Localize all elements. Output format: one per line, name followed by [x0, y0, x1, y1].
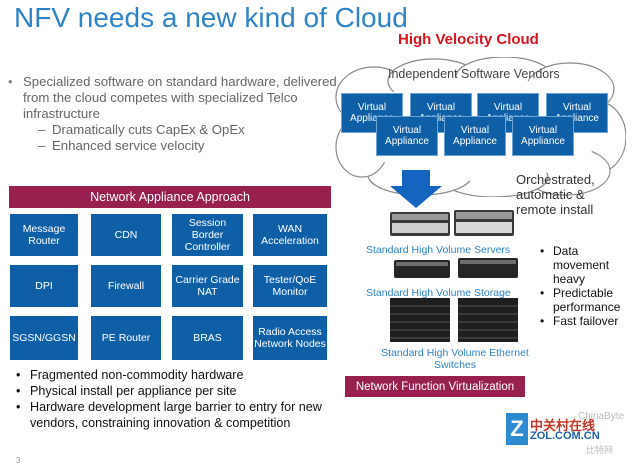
drawback-bullet: • Hardware development large barrier to …: [16, 399, 336, 431]
intro-bullet: • Specialized software on standard hardw…: [8, 74, 338, 122]
down-arrow-icon: [390, 170, 442, 208]
bullet-dot-icon: •: [16, 384, 21, 398]
benefit-bullet: • Predictable performance: [540, 286, 639, 314]
isv-label: Independent Software Vendors: [388, 67, 560, 81]
drawback-text: Physical install per appliance per site: [30, 384, 237, 398]
zol-logo-icon: Z: [506, 413, 528, 445]
slide-title: NFV needs a new kind of Cloud: [14, 2, 408, 33]
appliance-box: DPI: [10, 265, 78, 307]
intro-bullet-text: Specialized software on standard hardwar…: [23, 74, 337, 121]
benefit-bullet: • Fast failover: [540, 314, 639, 328]
bullet-dot-icon: •: [16, 368, 21, 382]
appliance-box: Session Border Controller: [172, 214, 243, 256]
nfv-label: Network Function Virtualization: [345, 376, 525, 397]
drawback-text: Fragmented non-commodity hardware: [30, 368, 244, 382]
benefit-text: Fast failover: [553, 314, 619, 328]
servers-label: Standard High Volume Servers: [366, 244, 511, 256]
orchestrated-line: automatic &: [516, 187, 585, 202]
virtual-appliance-front: Virtual Appliance: [512, 116, 574, 156]
bullet-dot-icon: •: [540, 286, 545, 300]
appliance-box: SGSN/GGSN: [10, 316, 78, 360]
appliance-box: CDN: [91, 214, 161, 256]
watermark-en: ZOL.COM.CN: [530, 430, 600, 442]
bullet-dot-icon: •: [16, 400, 21, 414]
appliance-box: PE Router: [91, 316, 161, 360]
storage-icon: [394, 258, 518, 278]
watermark: Z 中关村在线 ZOL.COM.CN ChinaByte 比特网: [506, 411, 634, 465]
virtual-appliance-front: Virtual Appliance: [444, 116, 506, 156]
drawback-text: Hardware development large barrier to en…: [30, 400, 322, 430]
intro-sub-bullet: – Dramatically cuts CapEx & OpEx: [38, 122, 338, 138]
switches-label: Standard High Volume Ethernet Switches: [366, 347, 544, 371]
dash-icon: –: [38, 138, 46, 153]
dash-icon: –: [38, 122, 46, 137]
orchestrated-label: Orchestrated, automatic & remote install: [516, 172, 595, 217]
appliance-box: BRAS: [172, 316, 243, 360]
benefit-bullets: • Data movement heavy • Predictable perf…: [540, 244, 639, 328]
watermark-cn: 中关村在线: [530, 418, 596, 433]
orchestrated-line: Orchestrated,: [516, 172, 595, 187]
intro-bullets: • Specialized software on standard hardw…: [8, 74, 338, 154]
intro-sub-text: Dramatically cuts CapEx & OpEx: [52, 122, 245, 137]
page-number: 3: [16, 456, 21, 465]
storage-label: Standard High Volume Storage: [366, 287, 511, 299]
intro-sub-text: Enhanced service velocity: [52, 138, 205, 153]
benefit-text: Data movement heavy: [553, 244, 610, 286]
switches-line: Switches: [433, 359, 476, 371]
virtual-appliance-front: Virtual Appliance: [376, 116, 438, 156]
appliance-box: Message Router: [10, 214, 78, 256]
benefit-bullet: • Data movement heavy: [540, 244, 639, 286]
ethernet-switch-icon: [390, 298, 518, 342]
appliance-box: Carrier Grade NAT: [172, 265, 243, 307]
appliance-box: Tester/QoE Monitor: [253, 265, 327, 307]
server-icon: [390, 210, 514, 236]
appliance-box: Firewall: [91, 265, 161, 307]
intro-sub-bullet: – Enhanced service velocity: [38, 138, 338, 154]
high-velocity-cloud-title: High Velocity Cloud: [398, 31, 539, 48]
watermark-site-cn: 比特网: [586, 445, 614, 455]
bullet-dot-icon: •: [540, 244, 545, 258]
appliance-box: WAN Acceleration: [253, 214, 327, 256]
network-appliance-header: Network Appliance Approach: [9, 186, 331, 208]
bullet-dot-icon: •: [540, 314, 545, 328]
drawback-bullet: • Fragmented non-commodity hardware: [16, 367, 336, 383]
benefit-text: Predictable performance: [553, 286, 621, 314]
switches-line: Standard High Volume Ethernet: [381, 347, 529, 359]
appliance-box: Radio Access Network Nodes: [253, 316, 327, 360]
drawback-bullets: • Fragmented non-commodity hardware • Ph…: [16, 367, 336, 431]
bullet-dot-icon: •: [8, 74, 13, 89]
virtual-appliance-back: Virtual Appliance: [546, 93, 608, 133]
watermark-site: ChinaByte: [578, 411, 625, 422]
orchestrated-line: remote install: [516, 202, 594, 217]
drawback-bullet: • Physical install per appliance per sit…: [16, 383, 336, 399]
